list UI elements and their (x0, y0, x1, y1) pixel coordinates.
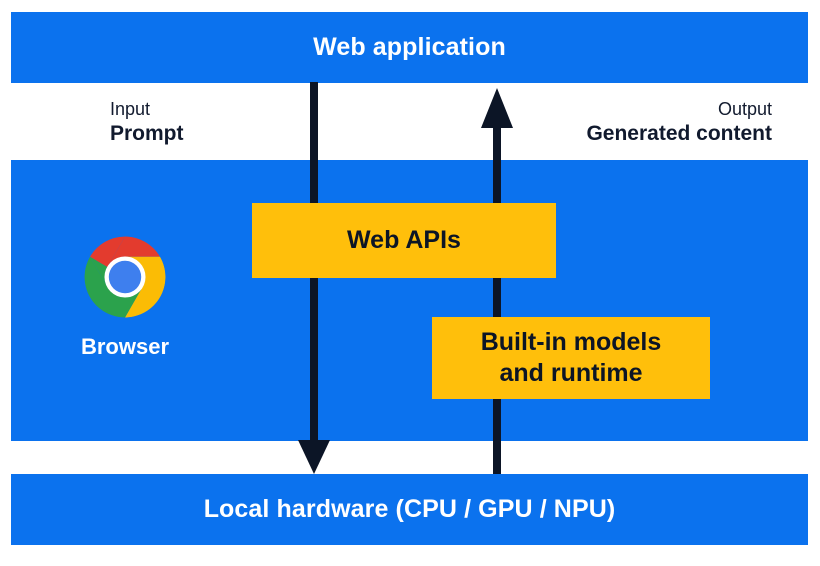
output-flow-up-arrow (481, 88, 513, 474)
chrome-logo-icon (84, 236, 166, 318)
builtin-models-box: Built-in models and runtime (432, 317, 710, 399)
browser-identity-block: Browser (80, 232, 170, 358)
layer-local-hardware: Local hardware (CPU / GPU / NPU) (11, 474, 808, 545)
input-kind-label: Input (110, 99, 151, 119)
local-hardware-title: Local hardware (CPU / GPU / NPU) (203, 495, 616, 523)
web-application-title: Web application (313, 33, 506, 61)
output-label-group: Output Generated content (586, 99, 772, 147)
output-value-label: Generated content (586, 121, 772, 145)
builtin-models-label-line1: Built-in models (480, 327, 662, 356)
input-label-group: Input Prompt (110, 99, 184, 147)
layer-web-application: Web application (11, 12, 808, 83)
input-flow-down-arrow (298, 82, 330, 474)
output-kind-label: Output (717, 99, 772, 119)
builtin-models-label-line2: and runtime (499, 359, 643, 387)
web-apis-label: Web APIs (347, 225, 461, 254)
browser-label: Browser (80, 334, 170, 359)
web-apis-box: Web APIs (252, 203, 556, 278)
input-value-label: Prompt (110, 121, 184, 145)
